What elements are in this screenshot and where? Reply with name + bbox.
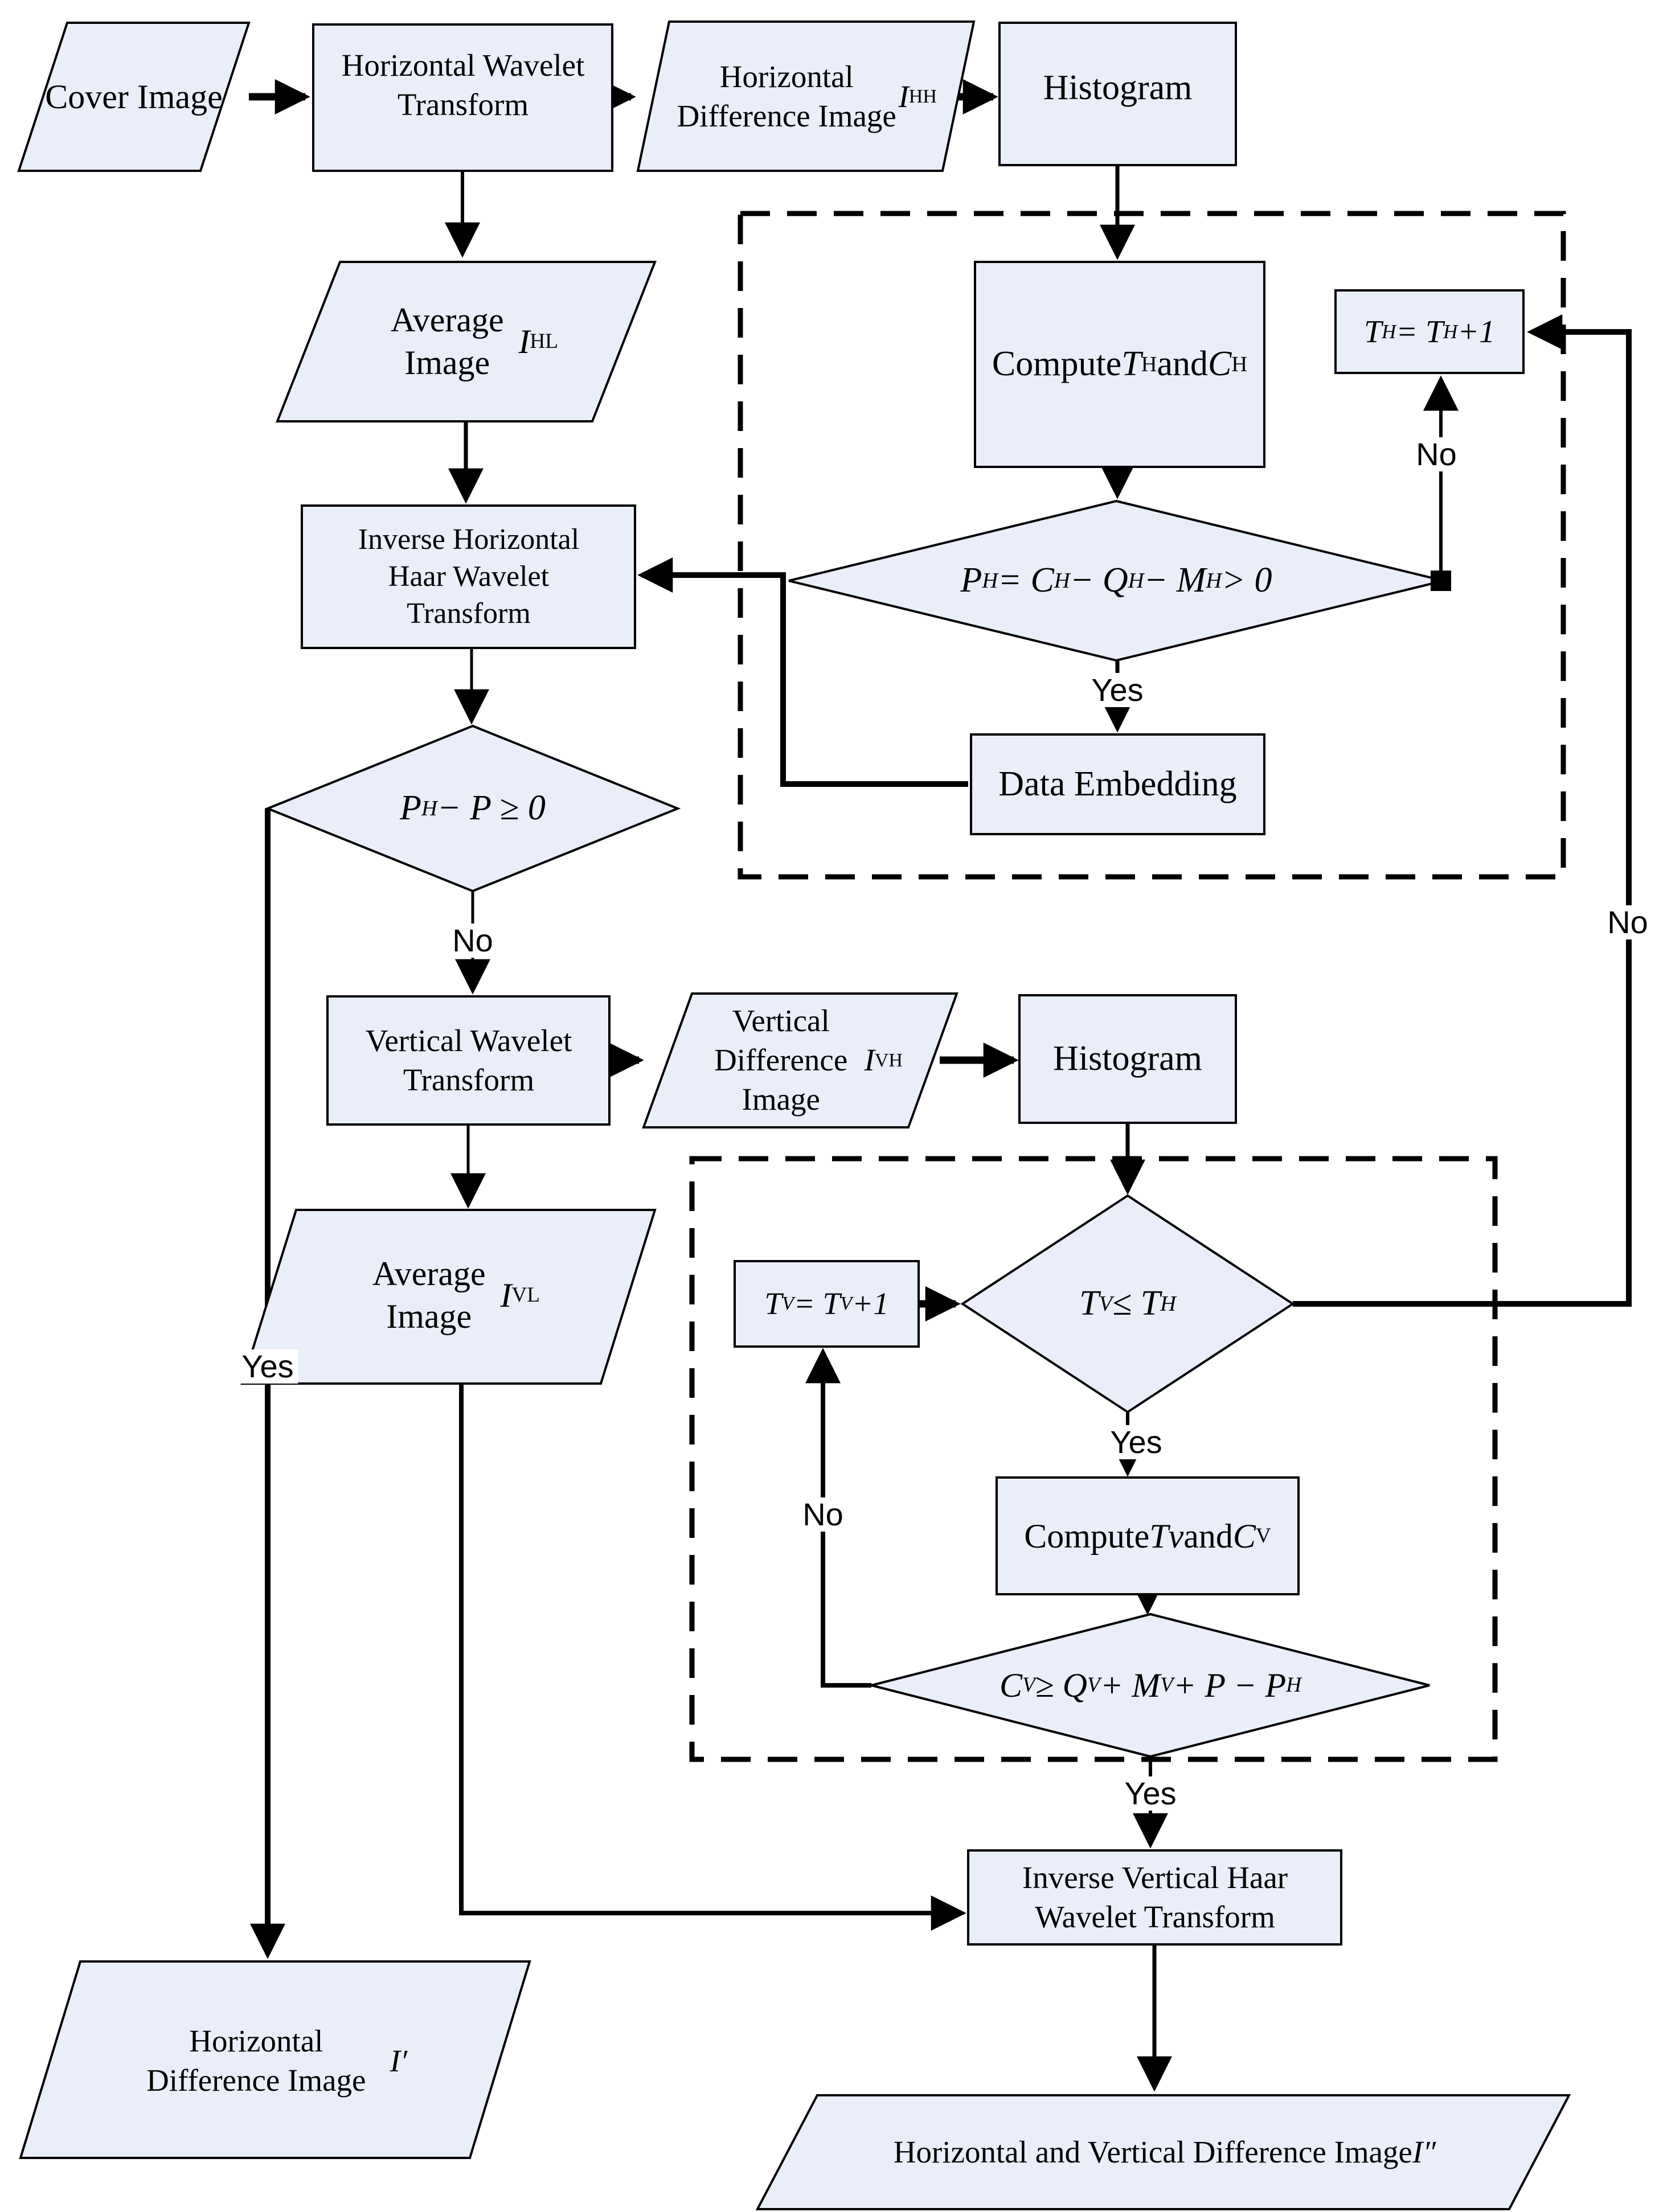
edge-dtv-no-to-th1-feedback [1293, 314, 1632, 1307]
histogram1-box [998, 22, 1237, 166]
edge-ivl-to-invv [459, 1384, 966, 1931]
decision-ph-minus-p-diamond [264, 724, 681, 893]
compute-th-ch-box [974, 261, 1265, 468]
decision-tv-le-th-diamond [960, 1194, 1295, 1414]
label-no-feedback: No [1603, 905, 1653, 939]
cover-image-label: Cover Image [45, 77, 223, 116]
histogram2-label: Histogram [1053, 1039, 1202, 1078]
hwt-label: Horizontal Wavelet Transform [341, 48, 585, 122]
label-yes-dcv: Yes [1120, 1776, 1181, 1811]
average-image-ivl-parallelogram [240, 1209, 657, 1385]
vwt-label: Vertical Wavelet Transform [365, 1023, 572, 1097]
cover-image-parallelogram [17, 22, 251, 172]
data-embedding-box [970, 733, 1265, 835]
inverse-vertical-haar-box [967, 1849, 1342, 1946]
decision-ph-capacity-diamond [788, 499, 1444, 662]
vertical-wavelet-transform-box [326, 995, 611, 1126]
edge-dcv-no-to-tv1 [805, 1348, 871, 1688]
hv-difference-output-parallelogram [755, 2094, 1571, 2210]
tv-increment-box [734, 1260, 920, 1348]
horizontal-wavelet-transform-box [312, 23, 613, 172]
label-yes-dtv: Yes [1105, 1425, 1167, 1459]
junction-dot [1431, 571, 1451, 591]
label-no-dqh: No [1411, 437, 1461, 471]
vertical-difference-image-parallelogram [642, 992, 958, 1128]
inverse-vertical-label: Inverse Vertical Haar Wavelet Transform [1022, 1860, 1288, 1934]
dashed-box-vertical-loop [689, 1156, 1498, 1762]
edge-de-to-invh [637, 557, 968, 787]
th-increment-box [1334, 289, 1525, 374]
inverse-horizontal-label: Inverse Horizontal Haar Wavelet Transfor… [358, 523, 580, 630]
label-yes-dqh: Yes [1087, 673, 1148, 707]
decision-cv-capacity-diamond [871, 1612, 1430, 1758]
histogram1-label: Histogram [1043, 68, 1193, 108]
label-yes-dph: Yes [237, 1349, 298, 1384]
horizontal-difference-image-parallelogram [636, 20, 976, 172]
data-embedding-label: Data Embedding [998, 764, 1237, 803]
horizontal-difference-output-parallelogram [19, 1960, 531, 2159]
inverse-horizontal-haar-box [301, 504, 636, 649]
hv-difference-output-label: Horizontal and Vertical Difference Image… [893, 2134, 1436, 2169]
label-no-dcv: No [798, 1497, 848, 1532]
horizontal-difference-output-label: Horizontal Difference Image I′ [146, 2024, 407, 2098]
dashed-box-horizontal-loop [738, 211, 1566, 880]
compute-th-ch-label: Compute TH and CH [992, 344, 1247, 384]
average-image-ihl-parallelogram [276, 261, 657, 422]
label-no-dph: No [448, 924, 498, 958]
compute-tv-cv-box [996, 1476, 1300, 1595]
histogram2-box [1018, 994, 1237, 1124]
